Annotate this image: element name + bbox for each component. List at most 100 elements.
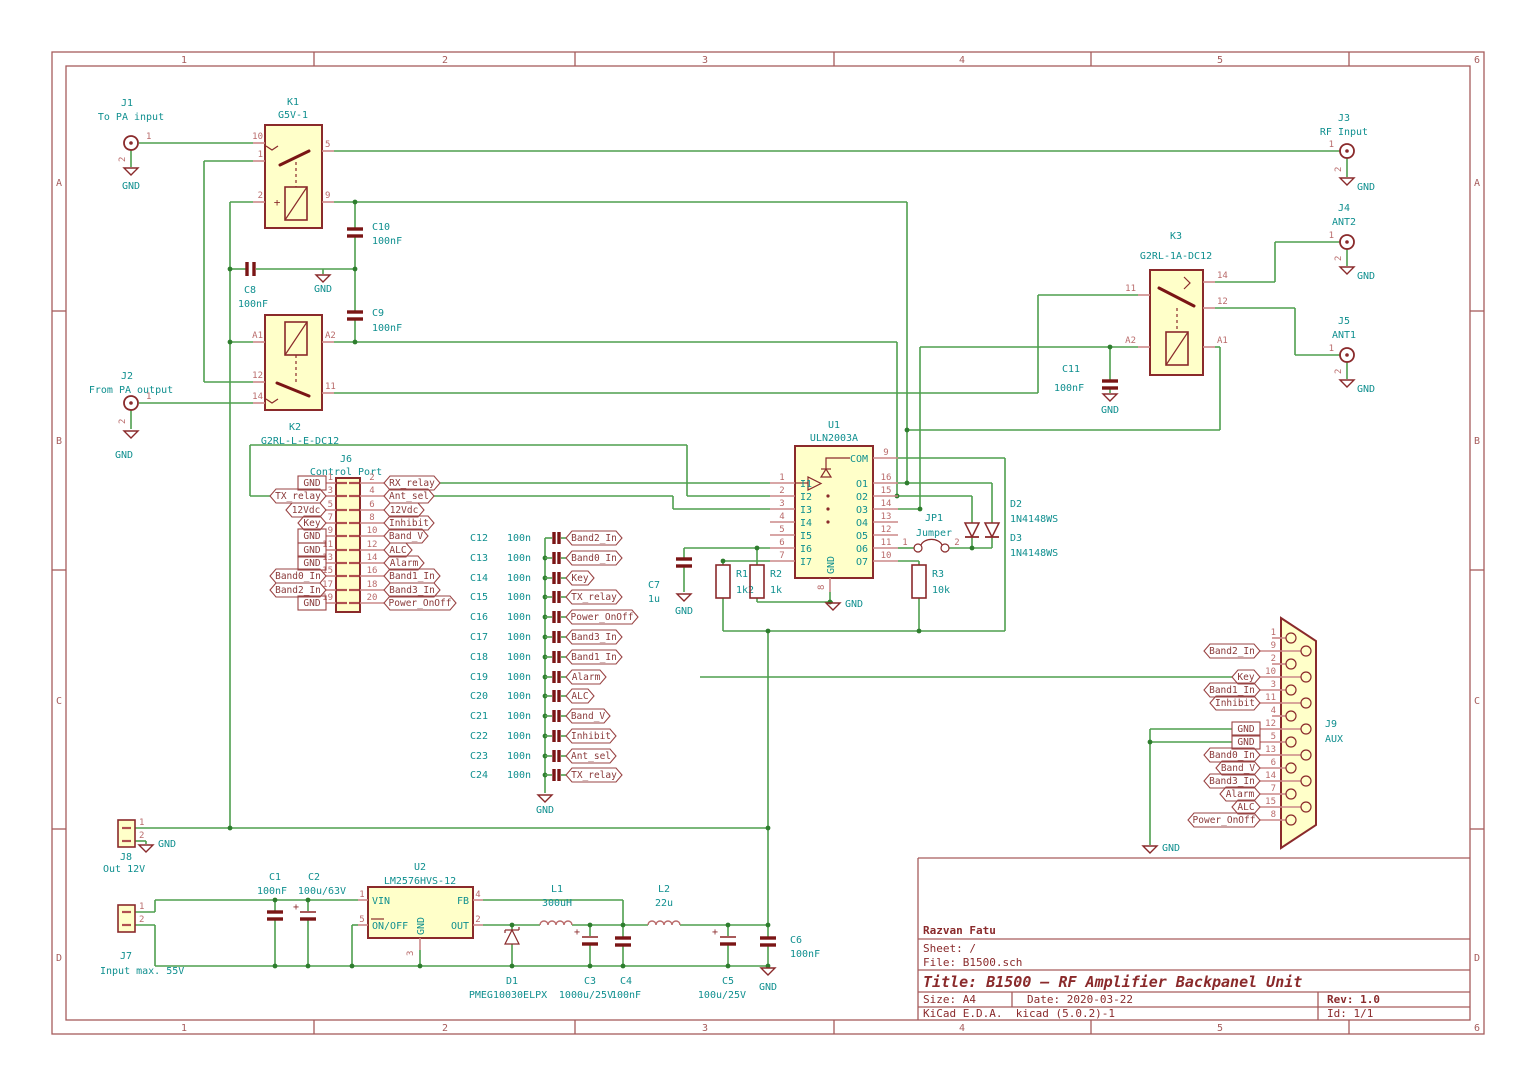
j6-pin: 17 <box>322 580 333 590</box>
cap-ref: C14 <box>470 573 488 584</box>
cap-ref: C17 <box>470 632 488 643</box>
j9-pin: 12 <box>1265 719 1276 729</box>
j9-ref: J9 <box>1325 719 1337 730</box>
net-label: ALC <box>571 691 588 702</box>
net-label: Ant_sel <box>389 491 429 502</box>
border-col: 2 <box>442 55 448 66</box>
u1-pin: 7 <box>779 551 784 561</box>
jumper-jp1: JP1 Jumper 1 2 <box>902 513 960 553</box>
relay-k1: + K1 G5V-1 10 1 5 2 9 <box>252 97 334 229</box>
cap-ref: C12 <box>470 533 488 544</box>
sheet-border: 1 2 3 4 5 6 1 2 3 4 5 6 A B C D A B C D <box>51 51 1485 1035</box>
cap-ref: C16 <box>470 612 488 623</box>
diode-d1: D1 PMEG10030ELPX <box>469 927 547 1001</box>
d3-part: 1N4148WS <box>1010 548 1058 559</box>
j6-pin: 11 <box>322 540 333 550</box>
net-label: Power_OnOff <box>389 598 452 609</box>
net-label: Inhibit <box>1215 698 1255 709</box>
u1-pin: 16 <box>881 473 892 483</box>
u2-pin: 3 <box>406 951 416 956</box>
j6-pin: 10 <box>367 526 378 536</box>
cap-value: 100n <box>507 612 531 623</box>
gnd-label: GND <box>759 982 777 993</box>
cap-ref: C19 <box>470 672 488 683</box>
net-label: Band1_In <box>571 652 617 663</box>
u2-pin-name: FB <box>457 896 469 907</box>
u1-pin-name: I3 <box>800 505 812 516</box>
net-label: Band1_In <box>1209 685 1255 696</box>
c3-ref: C3 <box>584 976 596 987</box>
k3-a1: A1 <box>1217 336 1228 346</box>
u1-pin: 6 <box>779 538 784 548</box>
j7-desc: Input max. 55V <box>100 966 184 977</box>
title-title: Title: B1500 – RF Amplifier Backpanel Un… <box>923 973 1302 991</box>
c2-plus: + <box>293 902 299 913</box>
net-label: Ant_sel <box>571 751 611 762</box>
j3-ref: J3 <box>1338 113 1350 124</box>
border-col: 2 <box>442 1023 448 1034</box>
j7-pin: 1 <box>139 902 144 912</box>
c2-value: 100u/63V <box>298 886 346 897</box>
title-size: Size: A4 <box>923 993 976 1006</box>
u1-pin-name: I7 <box>800 557 812 568</box>
k3-ref: K3 <box>1170 231 1182 242</box>
net-label: Band0_In <box>571 553 617 564</box>
j9-pin: 8 <box>1271 810 1276 820</box>
net-label: Power_OnOff <box>1193 815 1256 826</box>
connector-j8: 1 2 J8 Out 12V <box>103 818 145 875</box>
jp1-pin: 1 <box>902 538 907 548</box>
c11-ref: C11 <box>1062 364 1080 375</box>
j6-pin: 20 <box>367 593 378 603</box>
net-label: Band_V <box>1221 763 1256 774</box>
net-label: Band2_In <box>275 585 321 596</box>
cap-ref: C18 <box>470 652 488 663</box>
j4-pin2: 2 <box>1334 256 1344 261</box>
j9-pin: 2 <box>1271 654 1276 664</box>
j6-pin: 9 <box>328 526 333 536</box>
j6-pin: 13 <box>322 553 333 563</box>
k1-pin1: 1 <box>258 150 263 160</box>
u1-pin-name: O4 <box>856 518 868 529</box>
j4-pin1: 1 <box>1329 231 1334 241</box>
capacitor-c9: C9 100nF <box>347 308 402 334</box>
cap-ref: C15 <box>470 592 488 603</box>
u1-pin-name: O3 <box>856 505 868 516</box>
c1-value: 100nF <box>257 886 287 897</box>
l2-ref: L2 <box>658 884 670 895</box>
j1-pin1: 1 <box>146 132 151 142</box>
j6-ref: J6 <box>340 454 352 465</box>
c4-value: 100nF <box>611 990 641 1001</box>
j9-pin: 5 <box>1271 732 1276 742</box>
gnd-label: GND <box>1357 271 1375 282</box>
cap-value: 100n <box>507 533 531 544</box>
border-col: 6 <box>1474 1023 1480 1034</box>
d1-part: PMEG10030ELPX <box>469 990 547 1001</box>
net-label: ALC <box>389 545 406 556</box>
j6-pin: 16 <box>367 566 378 576</box>
relay-k3: K3 G2RL-1A-DC12 14 11 12 A2 A1 <box>1125 231 1228 376</box>
c5-plus: + <box>712 927 718 938</box>
border-row: D <box>56 953 62 964</box>
j6-pin: 15 <box>322 566 333 576</box>
c5-value: 100u/25V <box>698 990 746 1001</box>
k2-pin11: 11 <box>325 382 336 392</box>
net-label: GND <box>303 598 320 609</box>
k2-pin12: 12 <box>252 371 263 381</box>
capacitor-c2: + C2 100u/63V <box>293 872 346 921</box>
j3-pin1: 1 <box>1329 140 1334 150</box>
border-col: 4 <box>959 55 965 66</box>
j9-pin: 6 <box>1271 758 1276 768</box>
net-label: GND <box>1237 737 1254 748</box>
connector-j4: J4 ANT2 1 2 <box>1329 203 1356 261</box>
d2-ref: D2 <box>1010 499 1022 510</box>
net-label: GND <box>303 478 320 489</box>
net-label: TX_relay <box>275 491 321 502</box>
net-label: 12Vdc <box>292 505 321 516</box>
l1-value: 300uH <box>542 898 572 909</box>
cap-ref: C21 <box>470 711 488 722</box>
u1-pin: 4 <box>779 512 784 522</box>
net-label: Key <box>1237 672 1254 683</box>
j5-pin2: 2 <box>1334 369 1344 374</box>
